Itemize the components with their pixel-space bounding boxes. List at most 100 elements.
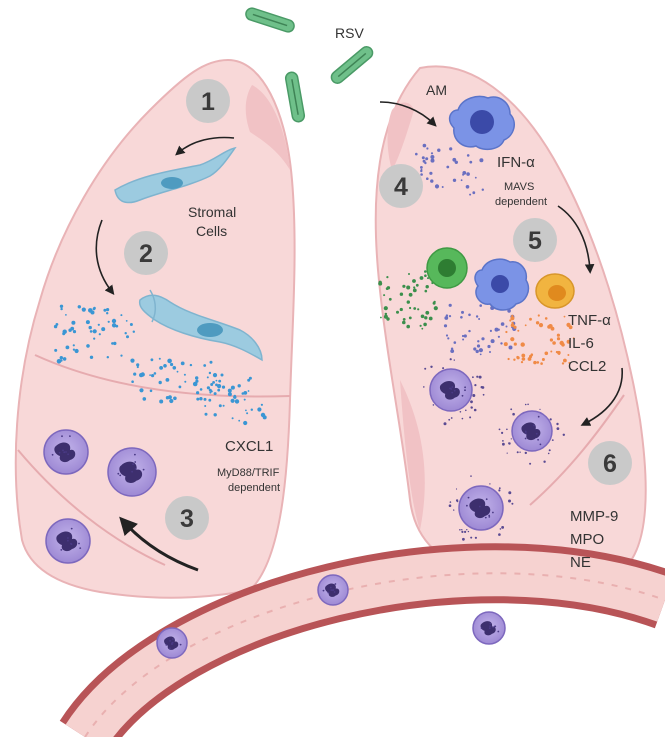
cytokine-dot [125,320,128,322]
cytokine-dot [479,158,484,163]
cytokine-dot [536,361,540,364]
cytokine-dot [429,171,433,175]
cytokine-dot [475,315,479,318]
cytokine-dot [257,407,262,412]
cytokine-dot [402,320,406,325]
granule [179,643,182,646]
svg-text:Stromal: Stromal [188,204,236,220]
granule [466,504,468,507]
granule [165,644,168,646]
cytokine-dot [215,379,218,382]
granule [548,449,551,452]
cytokine-dot [163,364,167,368]
cytokine-dot [206,376,209,379]
cytokine-dot [556,337,561,341]
cytokine-dot [88,325,92,330]
granule [464,386,466,389]
cytokine-dot [159,366,164,370]
svg-text:5: 5 [528,227,542,255]
rsv-label: RSV [335,25,364,41]
granule [527,403,529,406]
cytokine-dot [420,168,423,171]
cytokine-dot [106,312,109,315]
neutrophil-nucleus [480,621,496,636]
granule [470,536,473,539]
cytokine-dot [221,385,226,389]
arrow-3 [119,516,199,572]
cytokine-dot [233,395,237,399]
granule [474,536,477,539]
cytokine-dot [489,329,492,332]
cytokine-dot [196,391,200,395]
cytokine-dot [92,329,97,334]
cytokine-dot [89,330,93,333]
cytokine-dot [210,383,214,386]
granule [497,630,500,633]
cytokine-dot [227,388,232,393]
granule [132,463,135,466]
granule [498,533,501,536]
arrow-1 [175,136,235,156]
granule [485,498,488,501]
cytokine-dot [222,404,225,407]
cytokine-dot [446,165,450,169]
cytokine-dot [189,363,193,367]
cytokine-dot [176,370,179,373]
cytokine-dot [561,343,565,347]
am-label: AM [426,82,447,98]
cytokine-dot [538,323,544,328]
cytokine-dot [184,380,187,383]
cytokine-dot [153,372,157,375]
granule [171,643,173,646]
neutrophil-nucleus [469,498,491,519]
cytokine-dot [537,314,540,317]
cytokine-dot [402,284,406,288]
cytokine-dot [206,386,210,390]
svg-text:2: 2 [139,240,153,268]
granule [524,430,527,433]
cytokine-dot [417,308,420,311]
cytokine-dot [111,342,114,345]
cytokine-dot [72,348,75,351]
svg-text:4: 4 [394,173,408,201]
cytokine-dot [209,360,213,364]
granule [469,416,472,419]
cytokine-dot [230,398,235,403]
cytokine-dot [533,360,537,365]
svg-text:3: 3 [180,505,194,533]
granule [169,640,172,642]
cytokine-dot [428,316,433,321]
cytokine-dot [103,308,107,312]
cytokine-dot [489,351,491,353]
cytokine-dot [230,385,235,390]
cytokine-dot [208,371,212,375]
granule [51,453,54,456]
granule [539,408,541,410]
granule [549,418,552,421]
cytokine-dot [173,396,177,401]
granule [461,529,463,531]
neutrophil [43,429,89,475]
granule [489,483,491,485]
granule [131,470,134,473]
cytokine-dot [517,329,520,332]
cytokine-dot [213,413,217,417]
cytokine-dot [500,342,503,345]
step-5: 5 [513,218,557,262]
cytokine-dot [218,404,222,408]
cytokine-dot [412,288,417,293]
cytokine-dot [521,353,526,358]
granule [498,428,501,431]
granule [62,449,64,452]
cytokine-dot [505,330,508,334]
cytokine-dot [424,270,427,273]
granule [329,586,332,589]
granule [453,389,456,392]
myd88-label-2: dependent [228,482,280,494]
cytokine-dot [419,276,424,280]
cytokine-dot [101,327,106,332]
granule [142,468,145,471]
granule [547,452,550,455]
cytokine-dot [136,365,139,369]
cytokine-dot [159,399,164,404]
